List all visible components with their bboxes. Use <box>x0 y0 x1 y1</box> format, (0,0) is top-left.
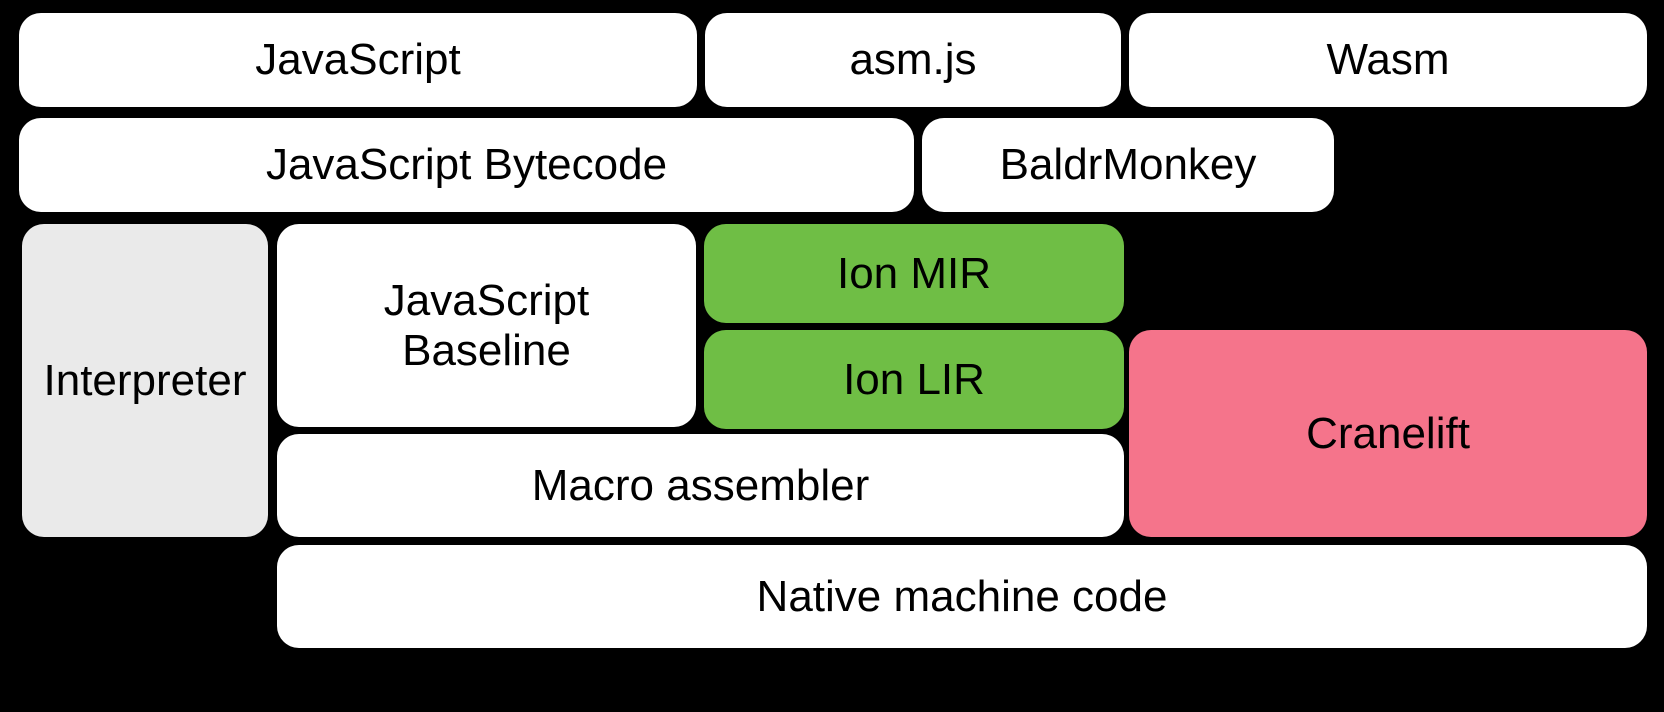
diagram-box-asm-js: asm.js <box>705 13 1121 107</box>
diagram-box-javascript-baseline: JavaScript Baseline <box>277 224 696 427</box>
diagram-box-ion-lir: Ion LIR <box>704 330 1124 429</box>
diagram-box-ion-mir: Ion MIR <box>704 224 1124 323</box>
diagram-box-interpreter: Interpreter <box>22 224 268 537</box>
diagram-box-native-machine-code: Native machine code <box>277 545 1647 648</box>
diagram-box-javascript: JavaScript <box>19 13 697 107</box>
diagram-box-macro-assembler: Macro assembler <box>277 434 1124 537</box>
diagram-box-wasm: Wasm <box>1129 13 1647 107</box>
diagram-box-javascript-bytecode: JavaScript Bytecode <box>19 118 914 212</box>
diagram-box-baldrmonkey: BaldrMonkey <box>922 118 1334 212</box>
diagram-box-cranelift: Cranelift <box>1129 330 1647 537</box>
